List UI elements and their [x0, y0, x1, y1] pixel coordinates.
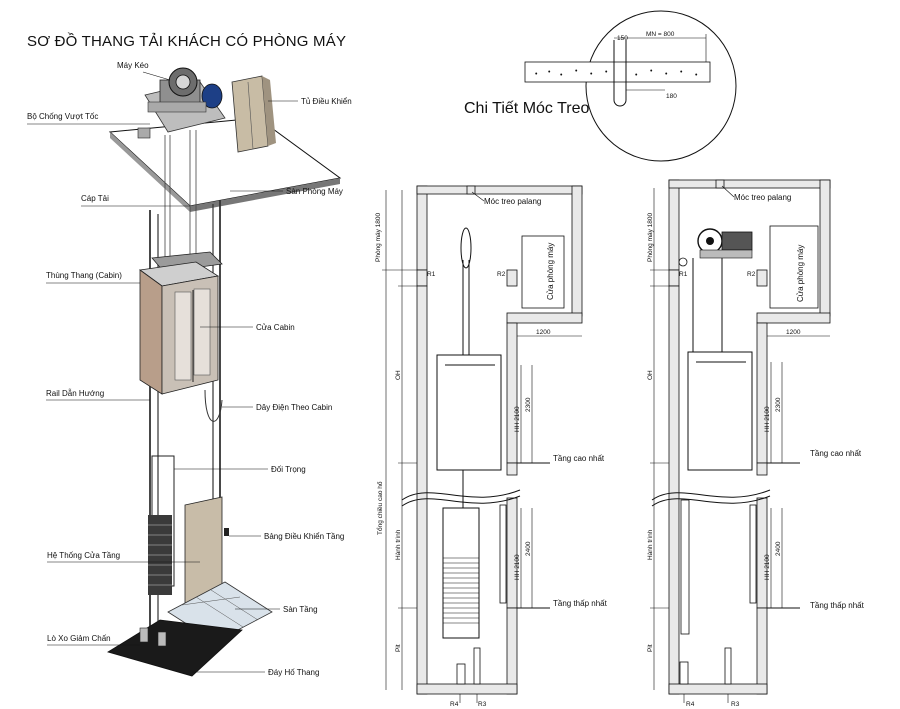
right-r2: R2: [747, 271, 756, 278]
svg-text:•: •: [680, 69, 683, 76]
svg-text:•: •: [650, 68, 653, 75]
label-control-cabinet: Tủ Điều Khiển: [301, 97, 352, 106]
right-h2400: 2400: [775, 541, 782, 556]
isometric-elevator-illustration: [107, 67, 342, 677]
left-h2300: 2300: [525, 397, 532, 412]
traction-machine-shape: [144, 67, 226, 133]
svg-text:•: •: [560, 72, 563, 79]
right-travel: Hành trình: [647, 529, 654, 560]
left-oh: OH: [395, 370, 402, 380]
svg-text:•: •: [635, 72, 638, 79]
left-r4: R4: [450, 701, 459, 708]
left-top-floor: Tầng cao nhất: [553, 454, 605, 463]
svg-text:•: •: [548, 69, 551, 76]
left-travel: Hành trình: [395, 529, 402, 560]
cabin-shape: [138, 251, 223, 395]
hook-detail: • • • • • • • • • • • 150 MN = 800 180 Chi Tiết…: [464, 10, 737, 162]
left-machine-door-label: Cửa phòng máy: [546, 243, 555, 300]
left-hh-bottom: HH 2100: [514, 554, 521, 580]
diagram-title: SƠ ĐỒ THANG TẢI KHÁCH CÓ PHÒNG MÁY: [27, 32, 346, 50]
right-r4: R4: [686, 701, 695, 708]
label-cabin: Thùng Thang (Cabin): [46, 271, 122, 280]
part-labels: Máy Kéo Tủ Điều Khiển Bộ Chống Vượt Tốc …: [27, 61, 352, 677]
label-landing-control-panel: Bảng Điều Khiển Tầng: [264, 532, 344, 541]
label-machine-room-floor: Sàn Phòng Máy: [286, 187, 343, 196]
control-cabinet-shape: [231, 75, 276, 153]
left-door-width: 1200: [536, 329, 551, 336]
left-total-height: Tổng chiều cao hố: [375, 481, 384, 535]
label-counterweight: Đối Trọng: [271, 465, 306, 474]
right-hh-bottom: HH 2100: [764, 554, 771, 580]
label-overspeed-governor: Bộ Chống Vượt Tốc: [27, 112, 98, 121]
svg-text:•: •: [590, 71, 593, 78]
left-pit: Pit: [395, 644, 402, 652]
hook-dim-150: 150: [617, 35, 628, 42]
right-hook-label: Móc treo palang: [734, 193, 791, 202]
svg-text:•: •: [535, 71, 538, 78]
right-r3: R3: [731, 701, 740, 708]
section-right: Phòng máy 1800 OH Hành trình Pit Móc tre…: [647, 179, 865, 708]
hook-dim-180: 180: [666, 93, 677, 100]
hook-dim-mn: MN = 800: [646, 31, 675, 38]
section-left: Phòng máy 1800 OH Tổng chiều cao hố Hành…: [375, 185, 608, 708]
left-r1: R1: [427, 271, 436, 278]
left-machine-room-height: Phòng máy 1800: [375, 212, 382, 262]
left-bottom-floor: Tầng thấp nhất: [553, 599, 608, 608]
hook-detail-title: Chi Tiết Móc Treo: [464, 100, 589, 117]
label-pit-floor: Đáy Hố Thang: [268, 668, 319, 677]
right-oh: OH: [647, 370, 654, 380]
right-bottom-floor: Tầng thấp nhất: [810, 601, 865, 610]
right-r1: R1: [679, 271, 688, 278]
svg-text:•: •: [605, 69, 608, 76]
label-guide-rail: Rail Dẫn Hướng: [46, 389, 104, 398]
right-pit: Pit: [647, 644, 654, 652]
svg-text:•: •: [575, 68, 578, 75]
left-r2: R2: [497, 271, 506, 278]
right-machine-shape: [678, 228, 753, 267]
label-traction-machine: Máy Kéo: [117, 61, 149, 70]
label-buffer-spring: Lò Xo Giảm Chấn: [47, 634, 111, 643]
left-h2400: 2400: [525, 541, 532, 556]
svg-text:•: •: [695, 72, 698, 79]
right-hh-top: HH 2100: [764, 406, 771, 432]
svg-text:•: •: [665, 71, 668, 78]
right-h2300: 2300: [775, 397, 782, 412]
label-cabin-door: Cửa Cabin: [256, 323, 295, 332]
right-machine-room-height: Phòng máy 1800: [647, 212, 654, 262]
label-landing-door-system: Hệ Thống Cửa Tầng: [47, 551, 120, 560]
right-top-floor: Tầng cao nhất: [810, 449, 862, 458]
right-machine-door-label: Cửa phòng máy: [796, 245, 805, 302]
right-door-width: 1200: [786, 329, 801, 336]
label-hoist-rope: Cáp Tải: [81, 194, 109, 203]
left-hh-top: HH 2100: [514, 406, 521, 432]
left-hook-label: Móc treo palang: [484, 197, 541, 206]
label-landing-floor: Sàn Tầng: [283, 605, 318, 614]
label-traveling-cable: Dây Điện Theo Cabin: [256, 403, 332, 412]
left-r3: R3: [478, 701, 487, 708]
